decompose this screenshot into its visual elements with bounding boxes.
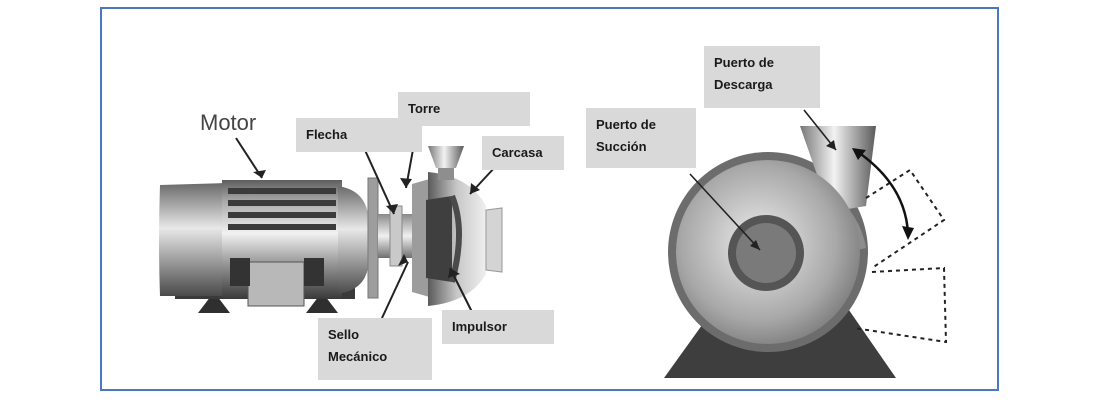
torre-label: Torre [398, 92, 530, 126]
flecha-leader [363, 147, 395, 215]
puerto-descarga-label: Puerto de Descarga [704, 46, 820, 108]
impulsor-label: Impulsor [442, 310, 554, 344]
sello-leader [381, 261, 409, 319]
sello-mecanico-label: Sello Mecánico [318, 318, 432, 380]
figure-frame [100, 7, 999, 391]
puerto-succion-label: Puerto de Succión [586, 108, 696, 168]
pump-front-view [664, 109, 948, 378]
motor-label: Motor [200, 110, 257, 135]
carcasa-label: Carcasa [482, 136, 564, 170]
motor-pump-side-view [159, 121, 503, 319]
succion-leader [689, 173, 761, 251]
